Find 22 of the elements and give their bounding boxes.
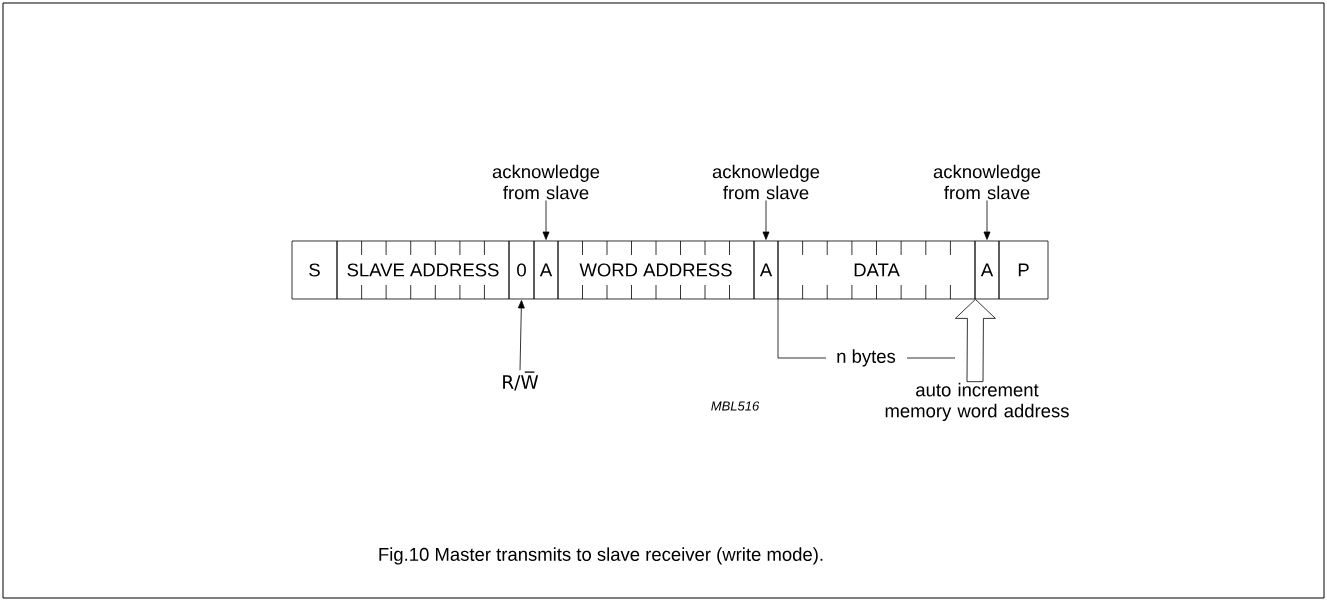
arrow	[983, 200, 991, 240]
bracket-label: n bytes	[837, 349, 896, 367]
annotation-text: auto increment memory word address	[885, 382, 1069, 422]
hollow-arrow	[955, 299, 996, 383]
frame-cell: A	[753, 240, 779, 300]
frame-cell: P	[998, 240, 1049, 300]
annotation-text: acknowledge from slave	[933, 164, 1041, 200]
signal-label: R/W̅	[503, 371, 539, 391]
caption: Fig.10 Master transmits to slave receiver (write mode).	[379, 547, 823, 565]
arrow	[517, 300, 525, 371]
annotation-text: acknowledge from slave	[712, 164, 820, 200]
frame-cell: A	[533, 240, 559, 300]
frame-cell: WORD ADDRESS	[557, 240, 755, 300]
arrow	[762, 200, 770, 240]
figure-code: MBL516	[711, 401, 760, 411]
frame-cell: SLAVE ADDRESS	[336, 240, 510, 300]
annotation-text: acknowledge from slave	[492, 164, 600, 200]
frame-cell: DATA	[777, 240, 976, 300]
arrow	[542, 200, 550, 240]
frame-cell: 0	[508, 240, 535, 300]
frame-cell: S	[291, 240, 338, 300]
frame-cell: A	[974, 240, 1000, 300]
